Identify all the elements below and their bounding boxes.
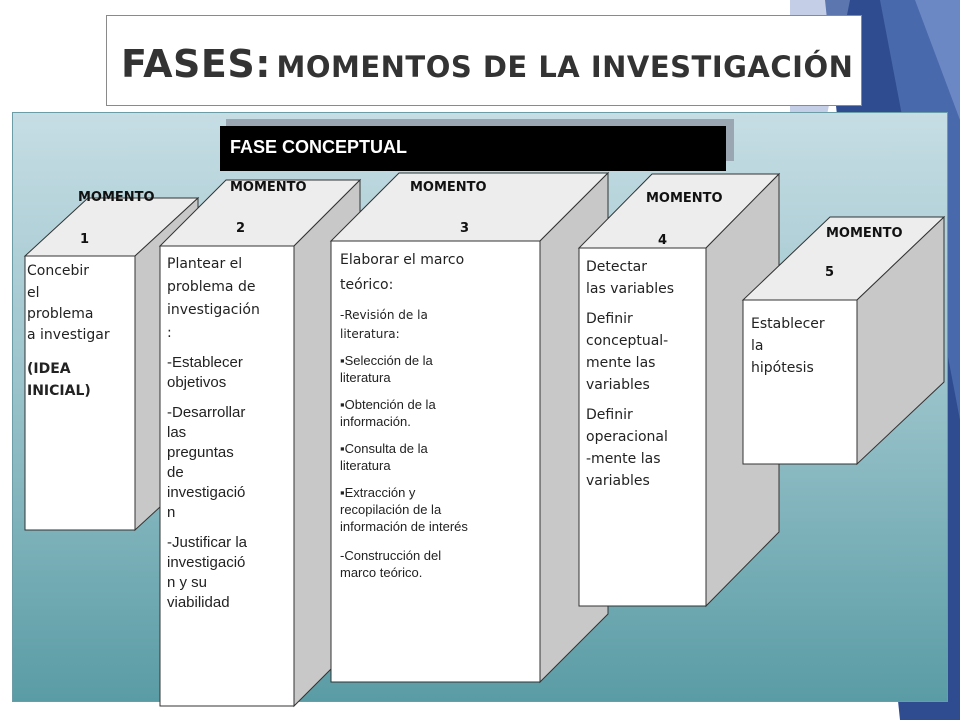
momento-3-number: 3 xyxy=(460,221,470,236)
m2-item: -Desarrollar xyxy=(167,404,246,421)
m3-review: -Revisión de la xyxy=(340,308,428,322)
m3-intro: teórico: xyxy=(340,277,394,293)
m1-emphasis: (IDEA xyxy=(27,361,71,377)
m3-bullet: información de interés xyxy=(340,519,468,534)
m5-line: hipótesis xyxy=(751,360,814,376)
m4-line: conceptual- xyxy=(586,333,669,349)
m2-item: investigació xyxy=(167,484,246,501)
m2-item: de xyxy=(167,464,184,481)
m4-line: Detectar xyxy=(586,259,648,275)
bullet-icon: ▪ xyxy=(340,441,345,456)
momento-1-title: MOMENTO xyxy=(78,190,155,205)
phase-banner: FASE CONCEPTUAL xyxy=(220,126,726,171)
momento-5-number: 5 xyxy=(825,265,835,280)
m5-line: Establecer xyxy=(751,316,825,332)
m2-intro: investigación xyxy=(167,302,260,318)
bullet-icon: ▪ xyxy=(340,353,345,368)
momento-1-number: 1 xyxy=(80,232,90,247)
m1-line: Concebir xyxy=(27,263,90,279)
m4-line: variables xyxy=(586,377,650,393)
m3-bullet: Extracción y xyxy=(344,485,416,500)
m2-item: n y su xyxy=(167,574,208,591)
m2-item: investigació xyxy=(167,554,246,571)
bullet-icon: ▪ xyxy=(340,485,345,500)
m2-item: preguntas xyxy=(167,444,234,461)
m2-item: las xyxy=(167,424,187,441)
m2-intro: problema de xyxy=(167,279,256,295)
m2-item: objetivos xyxy=(167,374,227,391)
title-subtitle: MOMENTOS DE LA INVESTIGACIÓN xyxy=(276,50,854,84)
title-box: FASES: MOMENTOS DE LA INVESTIGACIÓN xyxy=(106,15,862,106)
slide-title: FASES: MOMENTOS DE LA INVESTIGACIÓN xyxy=(121,42,853,86)
momento-1-label: MOMENTO xyxy=(78,190,155,205)
momento-5-text: Establecer la hipótesis xyxy=(751,313,855,379)
m4-line: mente las xyxy=(586,355,656,371)
m3-bullet: Selección de la xyxy=(344,353,433,368)
m2-item: viabilidad xyxy=(167,594,230,611)
m1-line: problema xyxy=(27,306,94,322)
m1-line: a investigar xyxy=(27,327,110,343)
m2-intro: Plantear el xyxy=(167,256,243,272)
prism-momento-5 xyxy=(741,215,946,466)
momento-4-text: Detectar las variables Definir conceptua… xyxy=(586,256,704,492)
m1-line: el xyxy=(27,285,40,301)
m3-bullet: literatura xyxy=(340,370,391,385)
m3-bullet: Consulta de la xyxy=(344,441,428,456)
momento-5-label: MOMENTO xyxy=(826,226,903,241)
m5-line: la xyxy=(751,338,764,354)
m4-line: Definir xyxy=(586,407,633,423)
bullet-icon: ▪ xyxy=(340,397,345,412)
momento-4-label: MOMENTO xyxy=(646,191,723,206)
m4-line: variables xyxy=(586,473,650,489)
m3-bullet: información. xyxy=(340,414,411,429)
m4-line: -mente las xyxy=(586,451,661,467)
m1-emphasis: INICIAL) xyxy=(27,383,91,399)
m4-line: operacional xyxy=(586,429,668,445)
m3-bullet: Obtención de la xyxy=(344,397,436,412)
m2-item: -Establecer xyxy=(167,354,243,371)
m3-intro: Elaborar el marco xyxy=(340,252,465,268)
title-main: FASES: xyxy=(121,42,271,86)
momento-2-text: Plantear el problema de investigación : … xyxy=(167,253,291,613)
momento-3-text: Elaborar el marco teórico: -Revisión de … xyxy=(340,248,536,581)
m3-closing: marco teórico. xyxy=(340,565,423,580)
momento-2-label: MOMENTO xyxy=(230,180,307,195)
m4-line: las variables xyxy=(586,281,674,297)
momento-2-number: 2 xyxy=(236,221,246,236)
m2-intro: : xyxy=(167,325,172,341)
m3-bullet: recopilación de la xyxy=(340,502,442,517)
m2-item: n xyxy=(167,504,176,521)
m2-item: -Justificar la xyxy=(167,534,248,551)
momento-4-number: 4 xyxy=(658,233,668,248)
momento-3-label: MOMENTO xyxy=(410,180,487,195)
m3-closing: -Construcción del xyxy=(340,548,442,563)
m3-review: literatura: xyxy=(340,327,400,341)
m4-line: Definir xyxy=(586,311,633,327)
momento-1-text: Concebir el problema a investigar (IDEA … xyxy=(27,259,135,402)
m3-bullet: literatura xyxy=(340,458,391,473)
